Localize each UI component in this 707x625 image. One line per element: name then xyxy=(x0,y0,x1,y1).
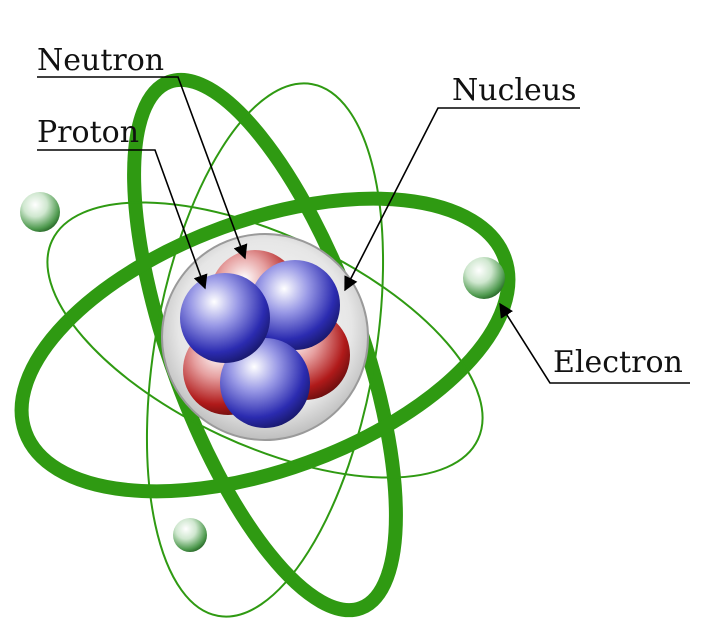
nucleus-leader xyxy=(344,107,580,292)
electron-leader xyxy=(499,302,690,384)
proton-leader xyxy=(37,149,208,290)
electron-sphere xyxy=(20,192,60,232)
neutron-label: Neutron xyxy=(37,43,164,78)
electrons xyxy=(20,192,505,552)
neutron-leader xyxy=(37,76,248,260)
nucleus xyxy=(161,233,369,441)
electron-sphere xyxy=(463,257,505,299)
proton-sphere xyxy=(250,260,340,350)
proton-label: Proton xyxy=(37,115,139,150)
electron-label: Electron xyxy=(553,345,683,380)
orbit-thin-left xyxy=(145,82,385,618)
nucleus-label: Nucleus xyxy=(452,73,576,108)
electron-sphere xyxy=(173,518,207,552)
leader-lines xyxy=(37,76,690,384)
proton-sphere xyxy=(220,338,310,428)
proton-sphere xyxy=(180,273,270,363)
orbit-horizontal-tilted xyxy=(14,191,516,499)
